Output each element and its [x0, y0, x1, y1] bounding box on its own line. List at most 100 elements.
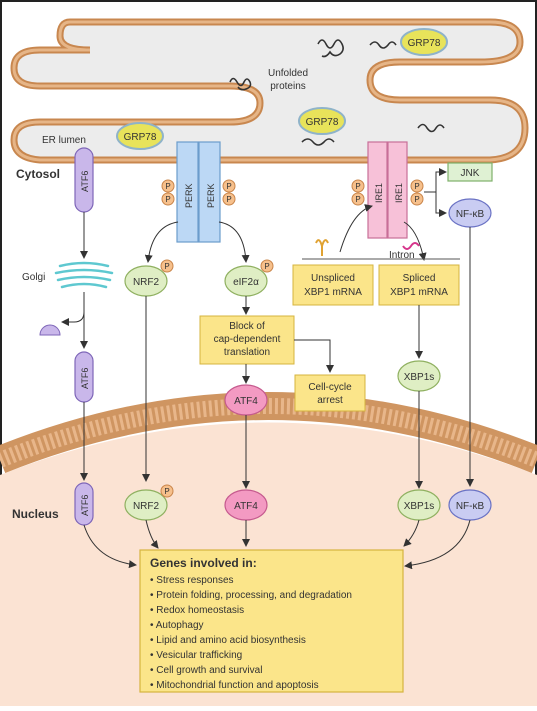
atf4-cytosolic: ATF4 [224, 384, 268, 416]
genes-title: Genes involved in: [150, 556, 257, 570]
unfolded-protein-squiggle [417, 123, 445, 133]
atf4-nuclear: ATF4 [224, 489, 268, 521]
gene-item: • Protein folding, processing, and degra… [150, 590, 352, 601]
arrow-ire1-to-nfkb [435, 192, 447, 217]
svg-text:P: P [414, 195, 419, 204]
cytosol-label: Cytosol [16, 167, 60, 181]
cell-cycle-arrest-box: Cell-cycle arrest [294, 374, 366, 412]
svg-text:NF-κB: NF-κB [456, 209, 485, 220]
gene-item: • Cell growth and survival [150, 665, 262, 676]
phospho-site: P [410, 192, 424, 206]
svg-text:XBP1 mRNA: XBP1 mRNA [390, 287, 448, 298]
svg-text:NRF2: NRF2 [133, 501, 160, 512]
grp78-oval: GRP78 [400, 28, 448, 56]
svg-text:P: P [164, 262, 169, 271]
block-translation-box: Block of cap-dependent translation [199, 315, 295, 365]
xbp1s-nuclear: XBP1s [397, 489, 441, 521]
arrow-xbp1s-to-genes [403, 519, 420, 547]
svg-text:translation: translation [224, 347, 270, 358]
unfolded-proteins-label: Unfolded [268, 68, 308, 79]
svg-text:P: P [226, 182, 231, 191]
genes-involved-box: Genes involved in: • Stress responses • … [139, 549, 404, 693]
nrf2-nuclear: NRF2 [124, 489, 168, 521]
phospho-site: P [351, 192, 365, 206]
svg-text:cap-dependent: cap-dependent [214, 334, 281, 345]
svg-text:XBP1 mRNA: XBP1 mRNA [304, 287, 362, 298]
arrow-block-to-cellcycle [294, 339, 334, 373]
unspliced-xbp1-box: Unspliced XBP1 mRNA [292, 264, 374, 306]
svg-text:ATF4: ATF4 [234, 396, 258, 407]
nfkb-cytosolic: NF-κB [448, 198, 492, 228]
svg-text:Spliced: Spliced [403, 273, 436, 284]
gene-item: • Autophagy [150, 620, 204, 631]
intron-icon [402, 242, 420, 250]
atf6-receptor: ATF6 [74, 147, 94, 213]
intron-label: Intron [389, 250, 415, 261]
unfolded-protein-squiggle [317, 39, 344, 58]
unfolded-protein-squiggle [301, 138, 335, 146]
svg-text:XBP1s: XBP1s [404, 501, 435, 512]
phospho-site: P [222, 192, 236, 206]
svg-text:ATF6: ATF6 [80, 171, 90, 192]
svg-text:P: P [264, 262, 269, 271]
svg-text:P: P [165, 195, 170, 204]
unfolded-protein-squiggle [369, 41, 397, 49]
mrna-stem-loop-icon [315, 239, 329, 256]
svg-text:P: P [414, 182, 419, 191]
svg-text:NF-κB: NF-κB [456, 501, 485, 512]
arrow-nrf2-to-genes [145, 519, 159, 549]
svg-text:PERK: PERK [184, 183, 194, 208]
phospho-site: P [160, 259, 174, 273]
svg-text:GRP78: GRP78 [408, 38, 441, 49]
golgi-apparatus-icon [54, 261, 114, 289]
svg-text:JNK: JNK [461, 168, 480, 179]
nuclear-membrane-texture [0, 398, 537, 468]
gene-item: • Redox homeostasis [150, 605, 244, 616]
gene-item: • Lipid and amino acid biosynthesis [150, 635, 306, 646]
ire1-dimer: IRE1 IRE1 [367, 141, 408, 239]
svg-text:IRE1: IRE1 [374, 183, 384, 203]
svg-text:P: P [355, 195, 360, 204]
eif2a-node: eIF2α [224, 265, 268, 297]
svg-text:Cell-cycle: Cell-cycle [308, 382, 352, 393]
svg-text:Block of: Block of [229, 321, 265, 332]
phospho-site: P [260, 259, 274, 273]
golgi-label: Golgi [22, 272, 45, 283]
arrow-ire1-to-spliced [403, 221, 427, 261]
svg-text:eIF2α: eIF2α [233, 277, 259, 288]
svg-text:IRE1: IRE1 [394, 183, 404, 203]
unfolded-proteins-label: proteins [270, 81, 306, 92]
phospho-site: P [351, 179, 365, 193]
svg-text:P: P [165, 182, 170, 191]
perk-dimer: PERK PERK [176, 141, 221, 243]
cleaved-atf6-fragment [39, 324, 61, 336]
svg-text:XBP1s: XBP1s [404, 372, 435, 383]
unfolded-protein-squiggle [229, 77, 252, 91]
svg-text:ATF6: ATF6 [80, 495, 90, 516]
svg-text:ATF4: ATF4 [234, 501, 258, 512]
arrow-perk-to-eif2a [218, 221, 250, 263]
svg-text:NRF2: NRF2 [133, 277, 160, 288]
grp78-oval: GRP78 [116, 122, 164, 150]
svg-text:GRP78: GRP78 [306, 117, 339, 128]
svg-text:ATF6: ATF6 [80, 368, 90, 389]
arrow-ire1-to-jnk [424, 168, 447, 193]
phospho-site: P [161, 192, 175, 206]
gene-item: • Stress responses [150, 575, 234, 586]
er-membrane-inner [12, 20, 527, 162]
svg-text:P: P [226, 195, 231, 204]
arrow-nfkb-to-genes [404, 519, 471, 570]
svg-text:P: P [164, 487, 169, 496]
svg-text:GRP78: GRP78 [124, 132, 157, 143]
grp78-oval: GRP78 [298, 107, 346, 135]
gene-item: • Vesicular trafficking [150, 650, 242, 661]
phospho-site: P [410, 179, 424, 193]
svg-text:PERK: PERK [206, 183, 216, 208]
phospho-site: P [160, 484, 174, 498]
arrow-unspliced-to-ire1 [339, 204, 373, 253]
arrow-perk-to-nrf2 [144, 221, 179, 263]
nrf2-node: NRF2 [124, 265, 168, 297]
jnk-box: JNK [447, 162, 493, 182]
